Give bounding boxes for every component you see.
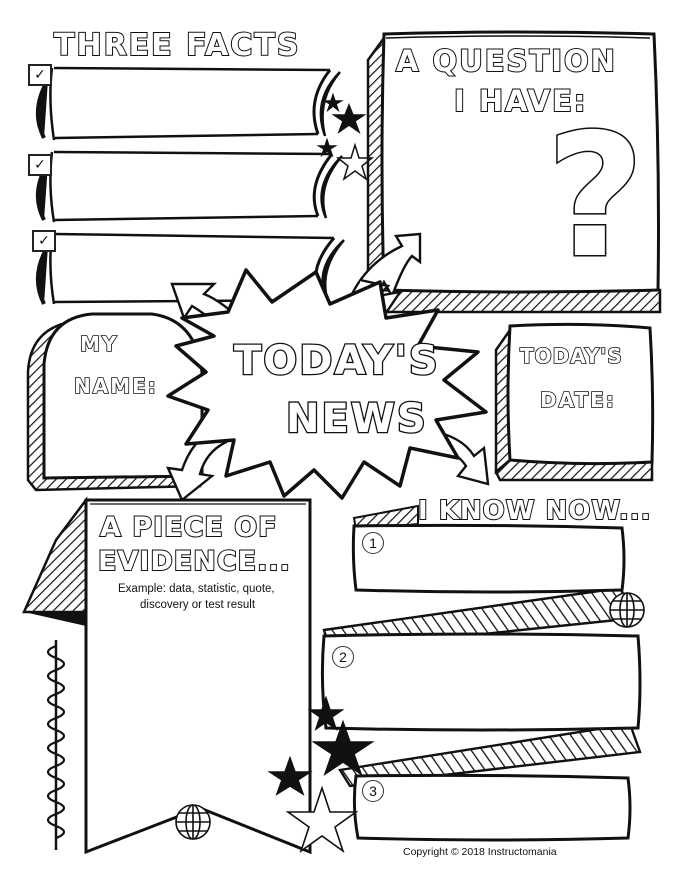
name-label-line1: MY: [79, 331, 119, 357]
question-mark-icon: ?: [545, 97, 647, 298]
know-now-number-1: 1: [362, 532, 384, 554]
fact-banner-2: [36, 150, 343, 223]
know-now-number-2: 2: [332, 646, 354, 668]
date-box: [494, 322, 655, 482]
know-now-title: I KNOW NOW...: [417, 495, 652, 527]
evidence-title-line2: EVIDENCE...: [97, 545, 291, 578]
date-label-line1: TODAY'S: [519, 343, 623, 369]
stars-facts: [316, 92, 375, 181]
question-title-line1: A QUESTION: [395, 43, 617, 79]
headline-line1: TODAY'S: [233, 337, 440, 386]
evidence-ribbon: [22, 496, 312, 855]
evidence-example-line2: discovery or test result: [140, 599, 256, 611]
know-now-ribbon: [320, 504, 642, 842]
copyright-text: Copyright © 2018 Instructomania: [403, 846, 557, 858]
globe-icon: [609, 592, 645, 628]
name-label-line2: NAME:: [73, 373, 158, 399]
headline-line2: NEWS: [285, 395, 428, 444]
name-box: [26, 312, 204, 492]
know-now-number-3: 3: [362, 780, 384, 802]
globe-icon: [175, 804, 211, 840]
date-label-line2: DATE:: [539, 387, 616, 413]
news-burst: [166, 268, 488, 500]
question-title-line2: I HAVE:: [453, 83, 588, 119]
fact-checkbox-3[interactable]: ✓: [32, 230, 56, 252]
three-facts-title: THREE FACTS: [53, 27, 301, 64]
fact-banner-1: [36, 66, 341, 141]
fact-checkbox-1[interactable]: ✓: [28, 64, 52, 86]
fact-checkbox-2[interactable]: ✓: [28, 154, 52, 176]
evidence-example-line1: Example: data, statistic, quote,: [118, 583, 275, 595]
stars-bottom: [267, 695, 375, 854]
evidence-title-line1: A PIECE OF: [99, 511, 278, 544]
